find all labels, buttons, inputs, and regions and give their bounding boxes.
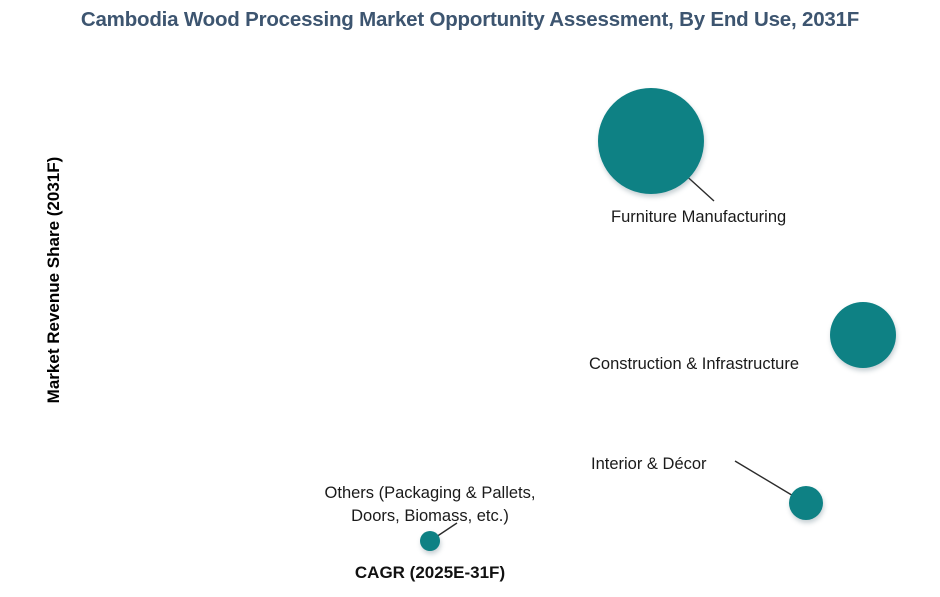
bubble-label-others-line2: Doors, Biomass, etc.)	[351, 507, 509, 526]
bubble-construction-infrastructure[interactable]	[830, 302, 896, 368]
chart-title: Cambodia Wood Processing Market Opportun…	[80, 8, 860, 31]
bubble-label-others: Others (Packaging & Pallets, Doors, Biom…	[300, 482, 560, 528]
bubble-others[interactable]	[420, 531, 440, 551]
bubble-label-construction-infrastructure: Construction & Infrastructure	[589, 355, 800, 373]
bubble-label-interior-decor: Interior & Décor	[591, 455, 707, 473]
bubble-label-others-line1: Others (Packaging & Pallets,	[324, 484, 536, 502]
x-axis-title: CAGR (2025E-31F)	[354, 563, 506, 582]
bubble-interior-decor[interactable]	[789, 486, 823, 520]
bubble-label-furniture-manufacturing: Furniture Manufacturing	[611, 208, 787, 226]
bubble-furniture-manufacturing[interactable]	[598, 88, 704, 194]
